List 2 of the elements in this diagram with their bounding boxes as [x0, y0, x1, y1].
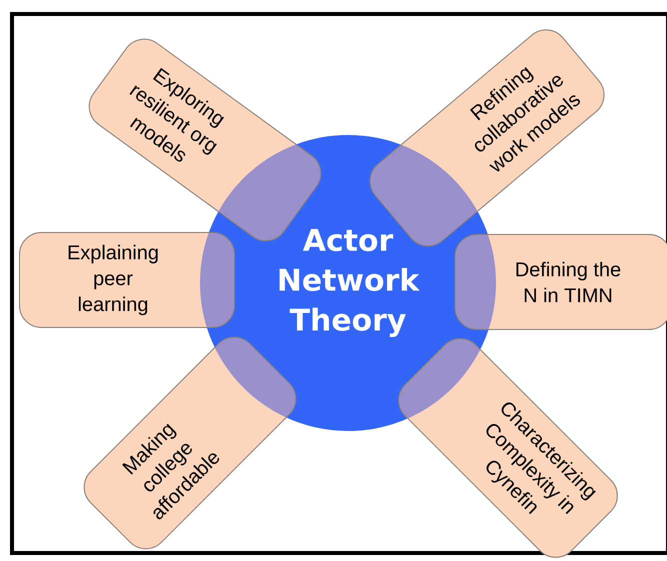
topic-box: Explaining peer learning [19, 232, 235, 328]
topic-box: Defining the N in TIMN [454, 234, 667, 330]
